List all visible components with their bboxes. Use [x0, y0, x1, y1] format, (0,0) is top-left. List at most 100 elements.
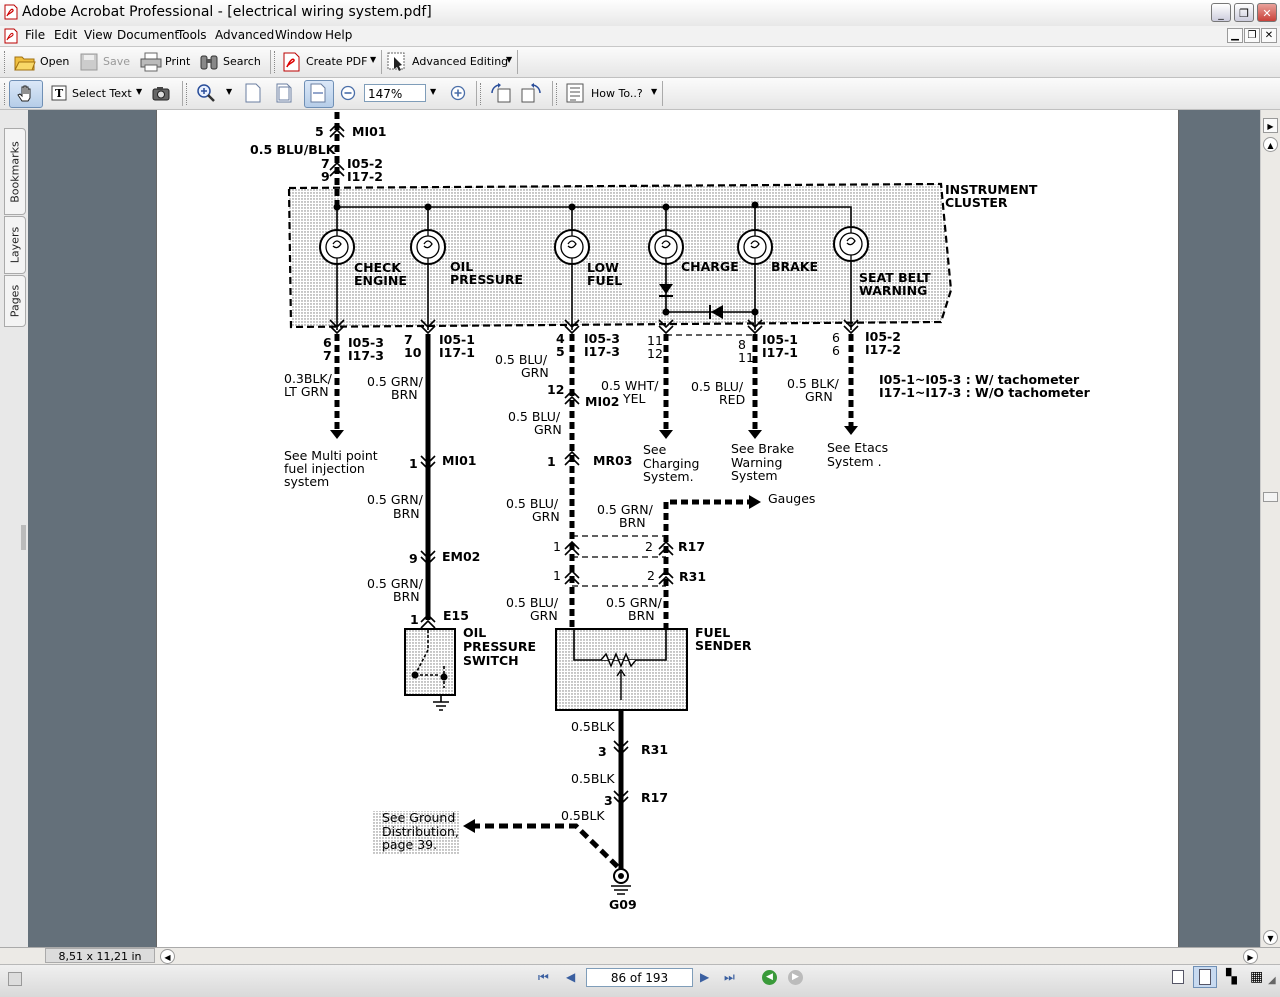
menu-edit[interactable]: Edit — [54, 28, 78, 42]
out5-wire-b: RED — [719, 392, 745, 407]
actual-size-icon[interactable] — [245, 83, 261, 103]
vertical-scrollbar[interactable]: ▶ ▲ ▼ — [1260, 110, 1280, 947]
printer-icon[interactable] — [140, 52, 162, 72]
document-icon[interactable] — [4, 28, 18, 44]
horizontal-scrollbar[interactable]: ◀ ▶ — [0, 947, 1280, 965]
toolbar-separator — [517, 50, 518, 74]
lamp-charge — [648, 229, 684, 265]
zoom-out-icon[interactable] — [340, 85, 356, 101]
toolbar-grip[interactable] — [4, 51, 8, 73]
how-to-dropdown-icon[interactable]: ▼ — [651, 87, 658, 96]
r17-pin-b: 2 — [645, 539, 653, 554]
menu-advanced[interactable]: Advanced — [215, 28, 275, 42]
menu-file[interactable]: File — [25, 28, 46, 42]
hand-tool-button[interactable] — [9, 80, 43, 108]
doc-close-button[interactable]: ✕ — [1261, 28, 1277, 43]
facing-layout-icon[interactable]: ▚ — [1226, 969, 1237, 985]
oil-wire2-b: BRN — [393, 589, 420, 604]
zoom-dropdown-icon[interactable]: ▼ — [430, 87, 437, 96]
menu-tools[interactable]: Tools — [177, 28, 207, 42]
menu-help[interactable]: Help — [325, 28, 353, 42]
menu-view[interactable]: View — [84, 28, 113, 42]
fit-width-button[interactable] — [304, 80, 334, 108]
select-text-icon[interactable]: T — [51, 85, 67, 101]
first-page-icon[interactable]: ⏮ — [538, 970, 549, 984]
minimize-button[interactable]: _ — [1211, 3, 1231, 22]
zoom-input[interactable]: 147% — [364, 84, 426, 102]
resize-grip-icon[interactable]: ◢ — [1268, 975, 1276, 986]
snapshot-camera-icon[interactable] — [152, 85, 170, 101]
fuel-wire1-a: 0.5 BLU/ — [508, 409, 561, 424]
panel-toggle-button[interactable]: ▶ — [1263, 118, 1278, 133]
toolbar-separator — [552, 81, 553, 106]
doc-restore-button[interactable]: ❐ — [1244, 28, 1260, 43]
continuous-layout-button[interactable] — [1193, 966, 1217, 988]
select-text-dropdown-icon[interactable]: ▼ — [136, 87, 143, 96]
tab-pages[interactable]: Pages — [4, 275, 26, 327]
document-area[interactable]: INSTRUMENT CLUSTER 5 MI01 0.5 BLU/BLK 7 … — [28, 110, 1260, 947]
tab-bookmarks[interactable]: Bookmarks — [4, 128, 26, 215]
fuel-sender — [555, 628, 688, 711]
single-page-layout-icon[interactable] — [1172, 970, 1184, 984]
legend-line-2: I17-1~I17-3 : W/O tachometer — [879, 385, 1091, 400]
fuel-wire2-a: 0.5 BLU/ — [506, 496, 559, 511]
fit-page-icon[interactable] — [276, 83, 292, 103]
tab-layers[interactable]: Layers — [4, 216, 26, 274]
restore-button[interactable]: ❐ — [1234, 3, 1254, 22]
gnd-wire3: 0.5BLK — [561, 808, 605, 823]
how-to-button[interactable]: How To..? — [591, 87, 643, 100]
scroll-right-arrow[interactable]: ▶ — [1243, 949, 1258, 964]
search-button[interactable]: Search — [223, 55, 261, 68]
last-page-icon[interactable]: ⏭ — [724, 970, 735, 984]
close-button[interactable]: ✕ — [1257, 3, 1277, 22]
lamp-brake — [737, 229, 773, 265]
scroll-left-arrow[interactable]: ◀ — [160, 949, 175, 964]
toolbar-grip[interactable] — [480, 83, 484, 105]
advanced-editing-button[interactable]: Advanced Editing — [412, 55, 509, 68]
next-view-icon[interactable]: ▶ — [788, 970, 803, 985]
lamp-label-charge: CHARGE — [681, 259, 739, 274]
toolbar-grip[interactable] — [274, 51, 278, 73]
print-button[interactable]: Print — [165, 55, 191, 68]
file-toolbar: Open Save Print Search Create PDF ▼ Adva… — [0, 47, 1280, 78]
scroll-down-arrow[interactable]: ▼ — [1263, 930, 1278, 945]
switch-label-b: PRESSURE — [463, 639, 536, 654]
toolbar-grip[interactable] — [556, 83, 560, 105]
panel-splitter[interactable] — [21, 525, 26, 550]
previous-view-icon[interactable]: ◀ — [762, 970, 777, 985]
scroll-up-arrow[interactable]: ▲ — [1263, 137, 1278, 152]
next-page-icon[interactable]: ▶ — [700, 970, 710, 984]
previous-page-icon[interactable]: ◀ — [566, 970, 576, 984]
open-button[interactable]: Open — [40, 55, 70, 68]
tab-bookmarks-label: Bookmarks — [8, 140, 22, 203]
how-to-list-icon[interactable] — [566, 83, 584, 103]
open-folder-icon[interactable] — [14, 52, 36, 72]
out2-pin-a: 7 — [404, 332, 413, 347]
rotate-clockwise-icon[interactable] — [520, 83, 542, 103]
menu-window[interactable]: Window — [275, 28, 323, 42]
binoculars-icon[interactable] — [199, 52, 219, 72]
create-pdf-dropdown-icon[interactable]: ▼ — [370, 55, 377, 64]
rotate-counterclockwise-icon[interactable] — [490, 83, 512, 103]
toolbar-grip[interactable] — [186, 83, 190, 105]
zoom-in-tool-icon[interactable] — [196, 83, 216, 103]
doc-minimize-button[interactable]: ▁ — [1227, 28, 1243, 43]
zoom-in-icon[interactable] — [450, 85, 466, 101]
continuous-facing-layout-icon[interactable]: ▦ — [1250, 969, 1264, 985]
scroll-thumb[interactable] — [1263, 492, 1278, 502]
select-text-button[interactable]: Select Text — [72, 87, 132, 100]
cluster-label-line1: INSTRUMENT — [945, 182, 1038, 197]
save-button[interactable]: Save — [103, 55, 131, 68]
oil-wire2-a: 0.5 GRN/ — [367, 576, 424, 591]
advanced-editing-icon[interactable] — [387, 52, 407, 72]
create-pdf-icon[interactable] — [282, 52, 302, 72]
menu-document[interactable]: Document — [117, 28, 180, 42]
toolbar-grip[interactable] — [4, 83, 8, 105]
zoom-tool-dropdown-icon[interactable]: ▼ — [226, 87, 233, 96]
advanced-editing-dropdown-icon[interactable]: ▼ — [506, 55, 513, 64]
r31-name: R31 — [679, 569, 706, 584]
status-grip-icon[interactable] — [8, 972, 22, 986]
lamp-label-pressure: PRESSURE — [450, 272, 523, 287]
page-number-input[interactable]: 86 of 193 — [586, 968, 693, 987]
create-pdf-button[interactable]: Create PDF — [306, 55, 368, 68]
